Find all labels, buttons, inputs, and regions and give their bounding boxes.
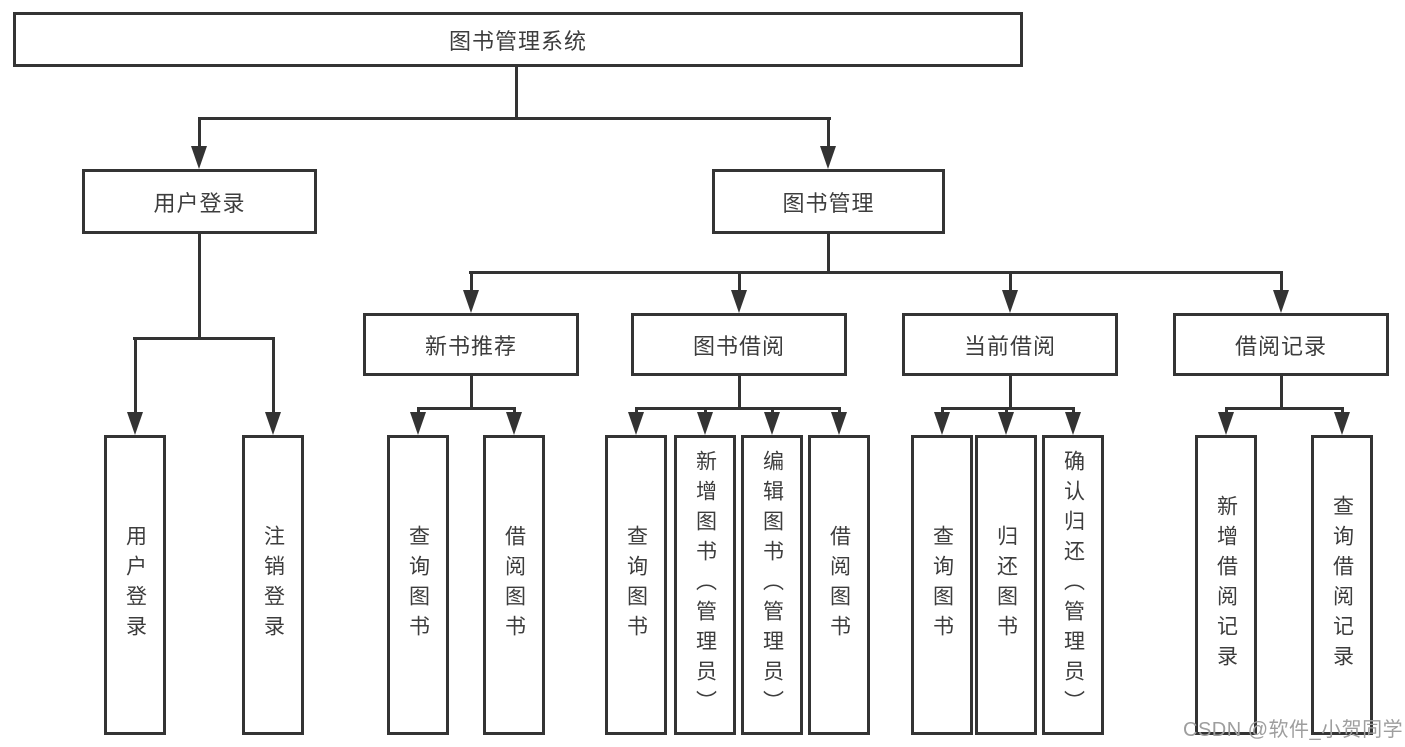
arrowhead-down-icon: [265, 412, 281, 435]
connector-login-splitter: [133, 337, 275, 340]
node-current-borrowing: 当前借阅: [902, 313, 1118, 376]
arrowhead-down-icon: [410, 412, 426, 435]
arrowhead-down-icon: [506, 412, 522, 435]
connector-user-login-stem: [198, 233, 201, 340]
connector-drop-leaf: [1225, 407, 1228, 416]
connector-drop-leaf: [635, 407, 638, 416]
connector-drop-leaf: [272, 337, 275, 416]
connector-drop-level3: [470, 271, 473, 294]
leaf-label: 查询图书: [406, 525, 430, 645]
arrowhead-down-icon: [697, 412, 713, 435]
connector-recommend-splitter: [417, 407, 516, 410]
leaf-label: 注销登录: [261, 525, 285, 645]
arrowhead-down-icon: [1273, 290, 1289, 313]
arrowhead-down-icon: [998, 412, 1014, 435]
connector-drop-leaf: [704, 407, 707, 416]
node-borrowing-records: 借阅记录: [1173, 313, 1389, 376]
leaf-recommend-query-books: 查询图书: [387, 435, 449, 735]
node-user-login: 用户登录: [82, 169, 317, 234]
node-label: 新书推荐: [424, 333, 517, 359]
leaf-label: 用户登录: [123, 525, 147, 645]
connector-records-splitter: [1225, 407, 1343, 410]
connector-drop-leaf: [1341, 407, 1344, 416]
leaf-records-add-record: 新增借阅记录: [1195, 435, 1257, 735]
node-book-borrowing: 图书借阅: [631, 313, 847, 376]
node-new-book-recommendation: 新书推荐: [363, 313, 579, 376]
node-label: 图书借阅: [692, 333, 785, 359]
leaf-label: 查询借阅记录: [1330, 495, 1354, 675]
connector-drop-level3: [1009, 271, 1012, 294]
connector-drop-leaf: [134, 337, 137, 416]
connector-borrow-splitter: [635, 407, 841, 410]
leaf-borrow-borrow-books: 借阅图书: [808, 435, 870, 735]
arrowhead-down-icon: [831, 412, 847, 435]
node-label: 借阅记录: [1234, 333, 1327, 359]
arrowhead-down-icon: [731, 290, 747, 313]
leaf-logout: 注销登录: [242, 435, 304, 735]
connector-drop-leaf: [1005, 407, 1008, 416]
node-library-management-system: 图书管理系统: [13, 12, 1023, 67]
arrowhead-down-icon: [127, 412, 143, 435]
connector-level3-hline: [469, 271, 1283, 274]
csdn-watermark: CSDN @软件_小贺同学: [1183, 719, 1404, 741]
leaf-borrow-add-books-admin: 新增图书（管理员）: [674, 435, 736, 735]
arrowhead-down-icon: [628, 412, 644, 435]
leaf-current-confirm-return-admin: 确认归还（管理员）: [1042, 435, 1104, 735]
connector-drop-leaf: [1072, 407, 1075, 416]
leaf-label: 确认归还（管理员）: [1061, 450, 1085, 720]
leaf-label: 新增图书（管理员）: [693, 450, 717, 720]
connector-drop-leaf: [513, 407, 516, 416]
connector-drop-leaf: [417, 407, 420, 416]
leaf-label: 新增借阅记录: [1214, 495, 1238, 675]
connector-current-stem: [1009, 375, 1012, 410]
leaf-borrow-query-books: 查询图书: [605, 435, 667, 735]
node-label: 图书管理系统: [448, 28, 587, 54]
node-label: 图书管理: [782, 190, 875, 216]
connector-borrow-stem: [738, 375, 741, 410]
leaf-current-query-books: 查询图书: [911, 435, 973, 735]
leaf-label: 借阅图书: [502, 525, 526, 645]
connector-drop-leaf: [771, 407, 774, 416]
leaf-current-return-books: 归还图书: [975, 435, 1037, 735]
connector-drop-level3: [738, 271, 741, 294]
arrowhead-down-icon: [1002, 290, 1018, 313]
leaf-borrow-edit-books-admin: 编辑图书（管理员）: [741, 435, 803, 735]
connector-root-stem: [515, 66, 518, 120]
arrowhead-down-icon: [1218, 412, 1234, 435]
connector-records-stem: [1280, 375, 1283, 410]
connector-book-mgmt-stem: [827, 233, 830, 274]
connector-drop-leaf: [838, 407, 841, 416]
node-label: 当前借阅: [963, 333, 1056, 359]
connector-drop-user-login: [198, 117, 201, 150]
connector-drop-book-mgmt: [827, 117, 830, 150]
connector-level2-hline: [198, 117, 831, 120]
leaf-records-query-record: 查询借阅记录: [1311, 435, 1373, 735]
connector-drop-level3: [1280, 271, 1283, 294]
node-label: 用户登录: [153, 190, 246, 216]
leaf-label: 归还图书: [994, 525, 1018, 645]
connector-drop-leaf: [941, 407, 944, 416]
arrowhead-down-icon: [1065, 412, 1081, 435]
leaf-user-login: 用户登录: [104, 435, 166, 735]
leaf-label: 查询图书: [624, 525, 648, 645]
arrowhead-down-icon: [820, 146, 836, 169]
leaf-recommend-borrow-books: 借阅图书: [483, 435, 545, 735]
leaf-label: 编辑图书（管理员）: [760, 450, 784, 720]
arrowhead-down-icon: [1334, 412, 1350, 435]
leaf-label: 借阅图书: [827, 525, 851, 645]
arrowhead-down-icon: [764, 412, 780, 435]
arrowhead-down-icon: [463, 290, 479, 313]
connector-recommend-stem: [470, 375, 473, 410]
arrowhead-down-icon: [934, 412, 950, 435]
leaf-label: 查询图书: [930, 525, 954, 645]
arrowhead-down-icon: [191, 146, 207, 169]
node-book-management: 图书管理: [712, 169, 945, 234]
